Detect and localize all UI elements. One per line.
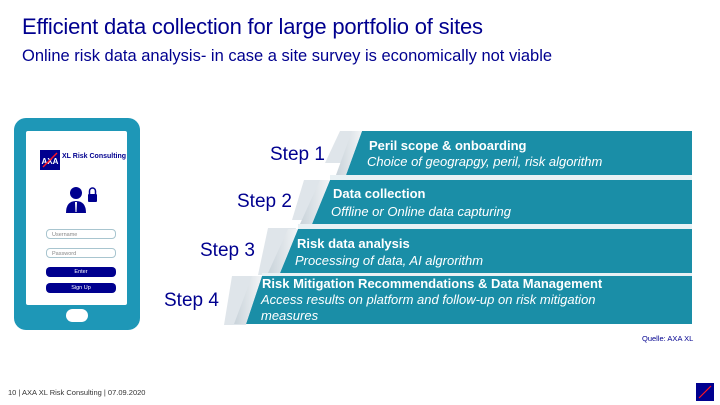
axa-logo-icon: AXA <box>40 150 60 170</box>
step4-wedge <box>234 276 262 324</box>
signup-button[interactable]: Sign Up <box>46 283 116 293</box>
step1-bar <box>346 131 692 175</box>
phone-home-button <box>66 309 88 322</box>
page-subtitle: Online risk data analysis- in case a sit… <box>22 47 553 65</box>
step1-label: Step 1 <box>270 144 325 165</box>
password-field[interactable]: Password <box>46 248 116 258</box>
step2-label: Step 2 <box>237 191 292 212</box>
svg-text:AXA: AXA <box>42 157 59 166</box>
slide-footer: 10 | AXA XL Risk Consulting | 07.09.2020 <box>8 388 146 397</box>
step4-title: Risk Mitigation Recommendations & Data M… <box>262 276 603 291</box>
bar-separator <box>298 224 692 229</box>
source-note: Quelle: AXA XL <box>642 334 694 343</box>
user-lock-icon <box>66 187 97 213</box>
step3-bar <box>280 229 692 273</box>
page-title: Efficient data collection for large port… <box>22 14 483 39</box>
bar-separator <box>262 273 692 276</box>
step4-label: Step 4 <box>164 290 219 311</box>
step3-label: Step 3 <box>200 240 255 261</box>
step1-subtitle: Choice of geograpgy, peril, risk algorit… <box>367 154 603 169</box>
step3-title: Risk data analysis <box>297 236 410 251</box>
step3-subtitle: Processing of data, AI algrorithm <box>295 253 484 268</box>
axa-corner-logo-icon <box>696 383 714 401</box>
username-field[interactable]: Username <box>46 229 116 239</box>
step1-title: Peril scope & onboarding <box>369 138 527 153</box>
step2-subtitle: Offline or Online data capturing <box>331 204 511 219</box>
step2-title: Data collection <box>333 186 426 201</box>
step2-bar <box>312 180 692 224</box>
bar-separator <box>330 175 692 180</box>
step4-subtitle: Access results on platform and follow-up… <box>261 292 596 323</box>
step1-wedge <box>336 131 362 175</box>
step4-bar <box>246 276 692 324</box>
step2-wedge <box>300 180 330 224</box>
step3-wedge <box>268 229 298 273</box>
enter-button[interactable]: Enter <box>46 267 116 277</box>
phone-brand-label: XL Risk Consulting <box>62 153 127 160</box>
